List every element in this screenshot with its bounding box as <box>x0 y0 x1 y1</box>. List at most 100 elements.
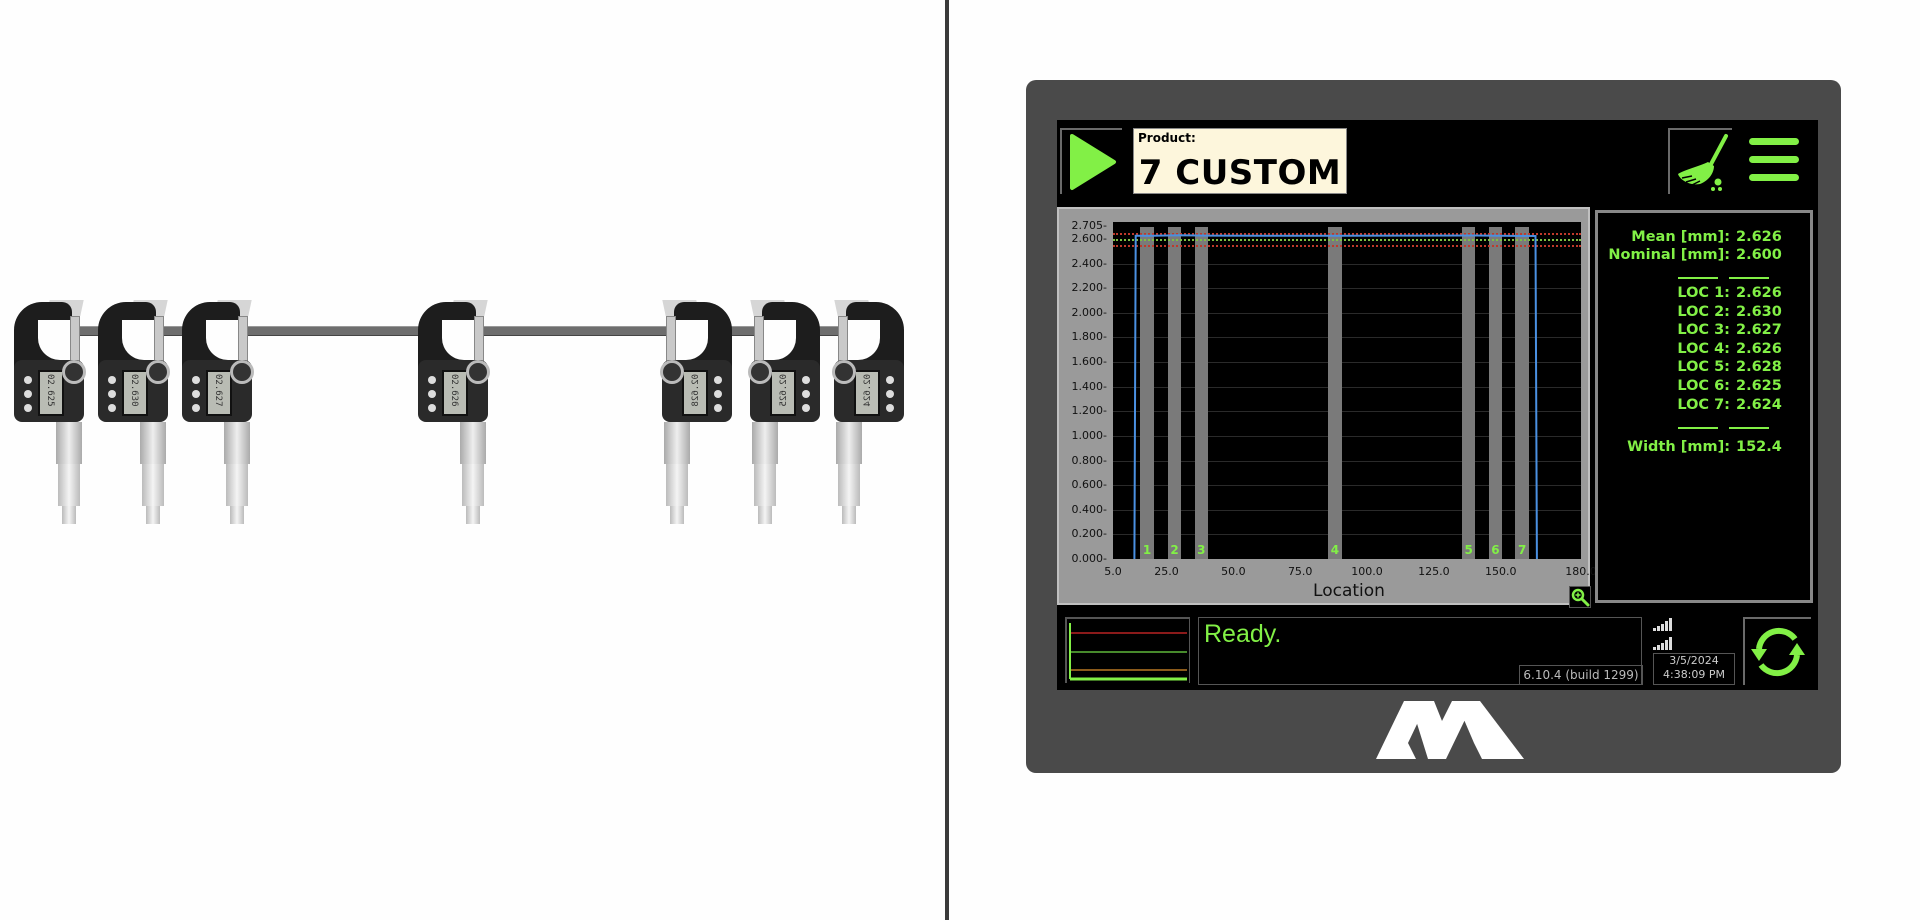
menu-button[interactable] <box>1747 134 1803 186</box>
x-tick-label: 25.0 <box>1154 565 1179 578</box>
header-bar: Product: 7 CUSTOM <box>1057 120 1818 205</box>
micrometer: 02.625 <box>736 298 826 528</box>
datetime-display: 3/5/2024 4:38:09 PM <box>1653 653 1735 685</box>
micrometer-display: 02.628 <box>682 370 708 416</box>
loc-row: LOC 3: 2.627 <box>1598 322 1810 340</box>
y-tick-label: 0.400- <box>1071 502 1107 516</box>
location-number: 7 <box>1517 543 1527 557</box>
x-tick-label: 125.0 <box>1418 565 1450 578</box>
nominal-value: 2.600 <box>1736 247 1782 263</box>
width-label: Width [mm]: <box>1627 439 1730 455</box>
y-axis: 0.000-0.200-0.400-0.600-0.800-1.000-1.20… <box>1059 219 1113 565</box>
mean-row: Mean [mm]: 2.626 <box>1598 229 1810 247</box>
product-label: Product: <box>1138 131 1196 145</box>
y-tick-label: 1.800- <box>1071 330 1107 344</box>
y-tick-label: 0.600- <box>1071 478 1107 492</box>
footer-bar: Ready. 6.10.4 (build 1299) 3/5/2024 4:38… <box>1057 608 1818 690</box>
x-tick-label: 75.0 <box>1287 565 1313 578</box>
gridline <box>1113 485 1581 487</box>
micrometer: 02.628 <box>648 298 738 528</box>
version-label: 6.10.4 (build 1299) <box>1519 665 1643 685</box>
hamburger-menu-icon <box>1749 174 1799 181</box>
loc-value: 2.628 <box>1736 359 1782 376</box>
loc-value: 2.626 <box>1736 340 1782 357</box>
y-tick-label: 2.000- <box>1071 305 1107 319</box>
nominal-label: Nominal [mm]: <box>1608 247 1730 263</box>
loc-value: 2.627 <box>1736 322 1782 339</box>
x-tick-label: 50.0 <box>1221 565 1246 578</box>
location-band: 1 <box>1139 227 1155 559</box>
loc-row: LOC 7:2.624 <box>1598 397 1810 415</box>
y-tick-label: 1.600- <box>1071 355 1107 369</box>
micrometer-display: 02.626 <box>442 370 468 416</box>
loc-label: LOC 1: <box>1677 285 1730 301</box>
trend-chart-button[interactable] <box>1065 617 1190 683</box>
x-tick-label: 5.0 <box>1104 565 1122 578</box>
gridline <box>1113 460 1581 462</box>
loc-row: LOC 5:2.628 <box>1598 359 1810 377</box>
start-button[interactable] <box>1060 128 1122 194</box>
loc-value: 2.626 <box>1736 285 1782 301</box>
location-number: 1 <box>1142 543 1152 557</box>
location-band: 7 <box>1515 227 1529 559</box>
micrometer: 02.630 <box>92 298 182 528</box>
y-tick-label: 2.705- <box>1071 219 1107 232</box>
loc-label: LOC 3: <box>1677 322 1730 339</box>
zoom-button[interactable] <box>1569 586 1591 608</box>
status-text: Ready. <box>1204 620 1282 648</box>
micrometer-display: 02.625 <box>770 370 796 416</box>
location-band: 5 <box>1461 227 1476 559</box>
mean-value: 2.626 <box>1736 229 1782 245</box>
refresh-icon <box>1751 627 1805 677</box>
clear-button[interactable] <box>1668 128 1732 194</box>
location-band: 4 <box>1328 227 1342 559</box>
profile-chart-panel: 0.000-0.200-0.400-0.600-0.800-1.000-1.20… <box>1057 207 1597 608</box>
location-number: 4 <box>1330 543 1340 557</box>
reference-line <box>1113 238 1581 241</box>
loc-row: LOC 4:2.626 <box>1598 341 1810 359</box>
y-tick-label: 2.600- <box>1071 231 1107 245</box>
location-number: 3 <box>1197 543 1206 557</box>
company-logo <box>1376 697 1524 761</box>
statistics-panel: Mean [mm]: 2.626 Nominal [mm]: 2.600 LOC… <box>1595 210 1813 603</box>
micrometer: 02.625 <box>8 298 98 528</box>
trend-chart-icon <box>1069 623 1187 681</box>
product-value: 7 CUSTOM <box>1138 153 1342 193</box>
micrometer: 02.624 <box>820 298 910 528</box>
gridline <box>1113 288 1581 290</box>
y-tick-label: 1.200- <box>1071 404 1107 418</box>
loc-label: LOC 2: <box>1677 303 1730 320</box>
gridline <box>1113 386 1581 388</box>
location-number: 2 <box>1170 543 1179 557</box>
separator <box>1729 427 1769 429</box>
micrometer: 02.626 <box>412 298 502 528</box>
gridline <box>1113 263 1581 265</box>
micrometer-display: 02.625 <box>38 370 64 416</box>
broom-icon <box>1678 134 1728 191</box>
separator <box>1678 427 1718 429</box>
product-selector[interactable]: Product: 7 CUSTOM <box>1133 128 1347 194</box>
location-band: 3 <box>1194 227 1208 559</box>
status-display: Ready. 6.10.4 (build 1299) <box>1198 617 1643 685</box>
hamburger-menu-icon <box>1749 156 1799 163</box>
divider <box>945 0 949 920</box>
zoom-in-icon <box>1571 588 1590 607</box>
thickness-profile-line <box>1133 234 1538 559</box>
x-tick-label: 180.0 <box>1565 565 1597 578</box>
gridline <box>1113 312 1581 314</box>
hmi-screen: Product: 7 CUSTOM 0.000-0.200-0.400-0.60… <box>1057 120 1818 690</box>
y-tick-label: 0.800- <box>1071 453 1107 467</box>
loc-row: LOC 6:2.625 <box>1598 378 1810 396</box>
y-tick-label: 0.000- <box>1071 552 1107 565</box>
width-value: 152.4 <box>1736 439 1782 455</box>
time-text: 4:38:09 PM <box>1662 668 1726 681</box>
date-text: 3/5/2024 <box>1669 654 1719 667</box>
refresh-button[interactable] <box>1743 617 1811 685</box>
gridline <box>1113 411 1581 413</box>
location-band: 2 <box>1167 227 1182 559</box>
gridline <box>1113 509 1581 511</box>
gridline <box>1113 337 1581 339</box>
separator <box>1729 277 1769 279</box>
